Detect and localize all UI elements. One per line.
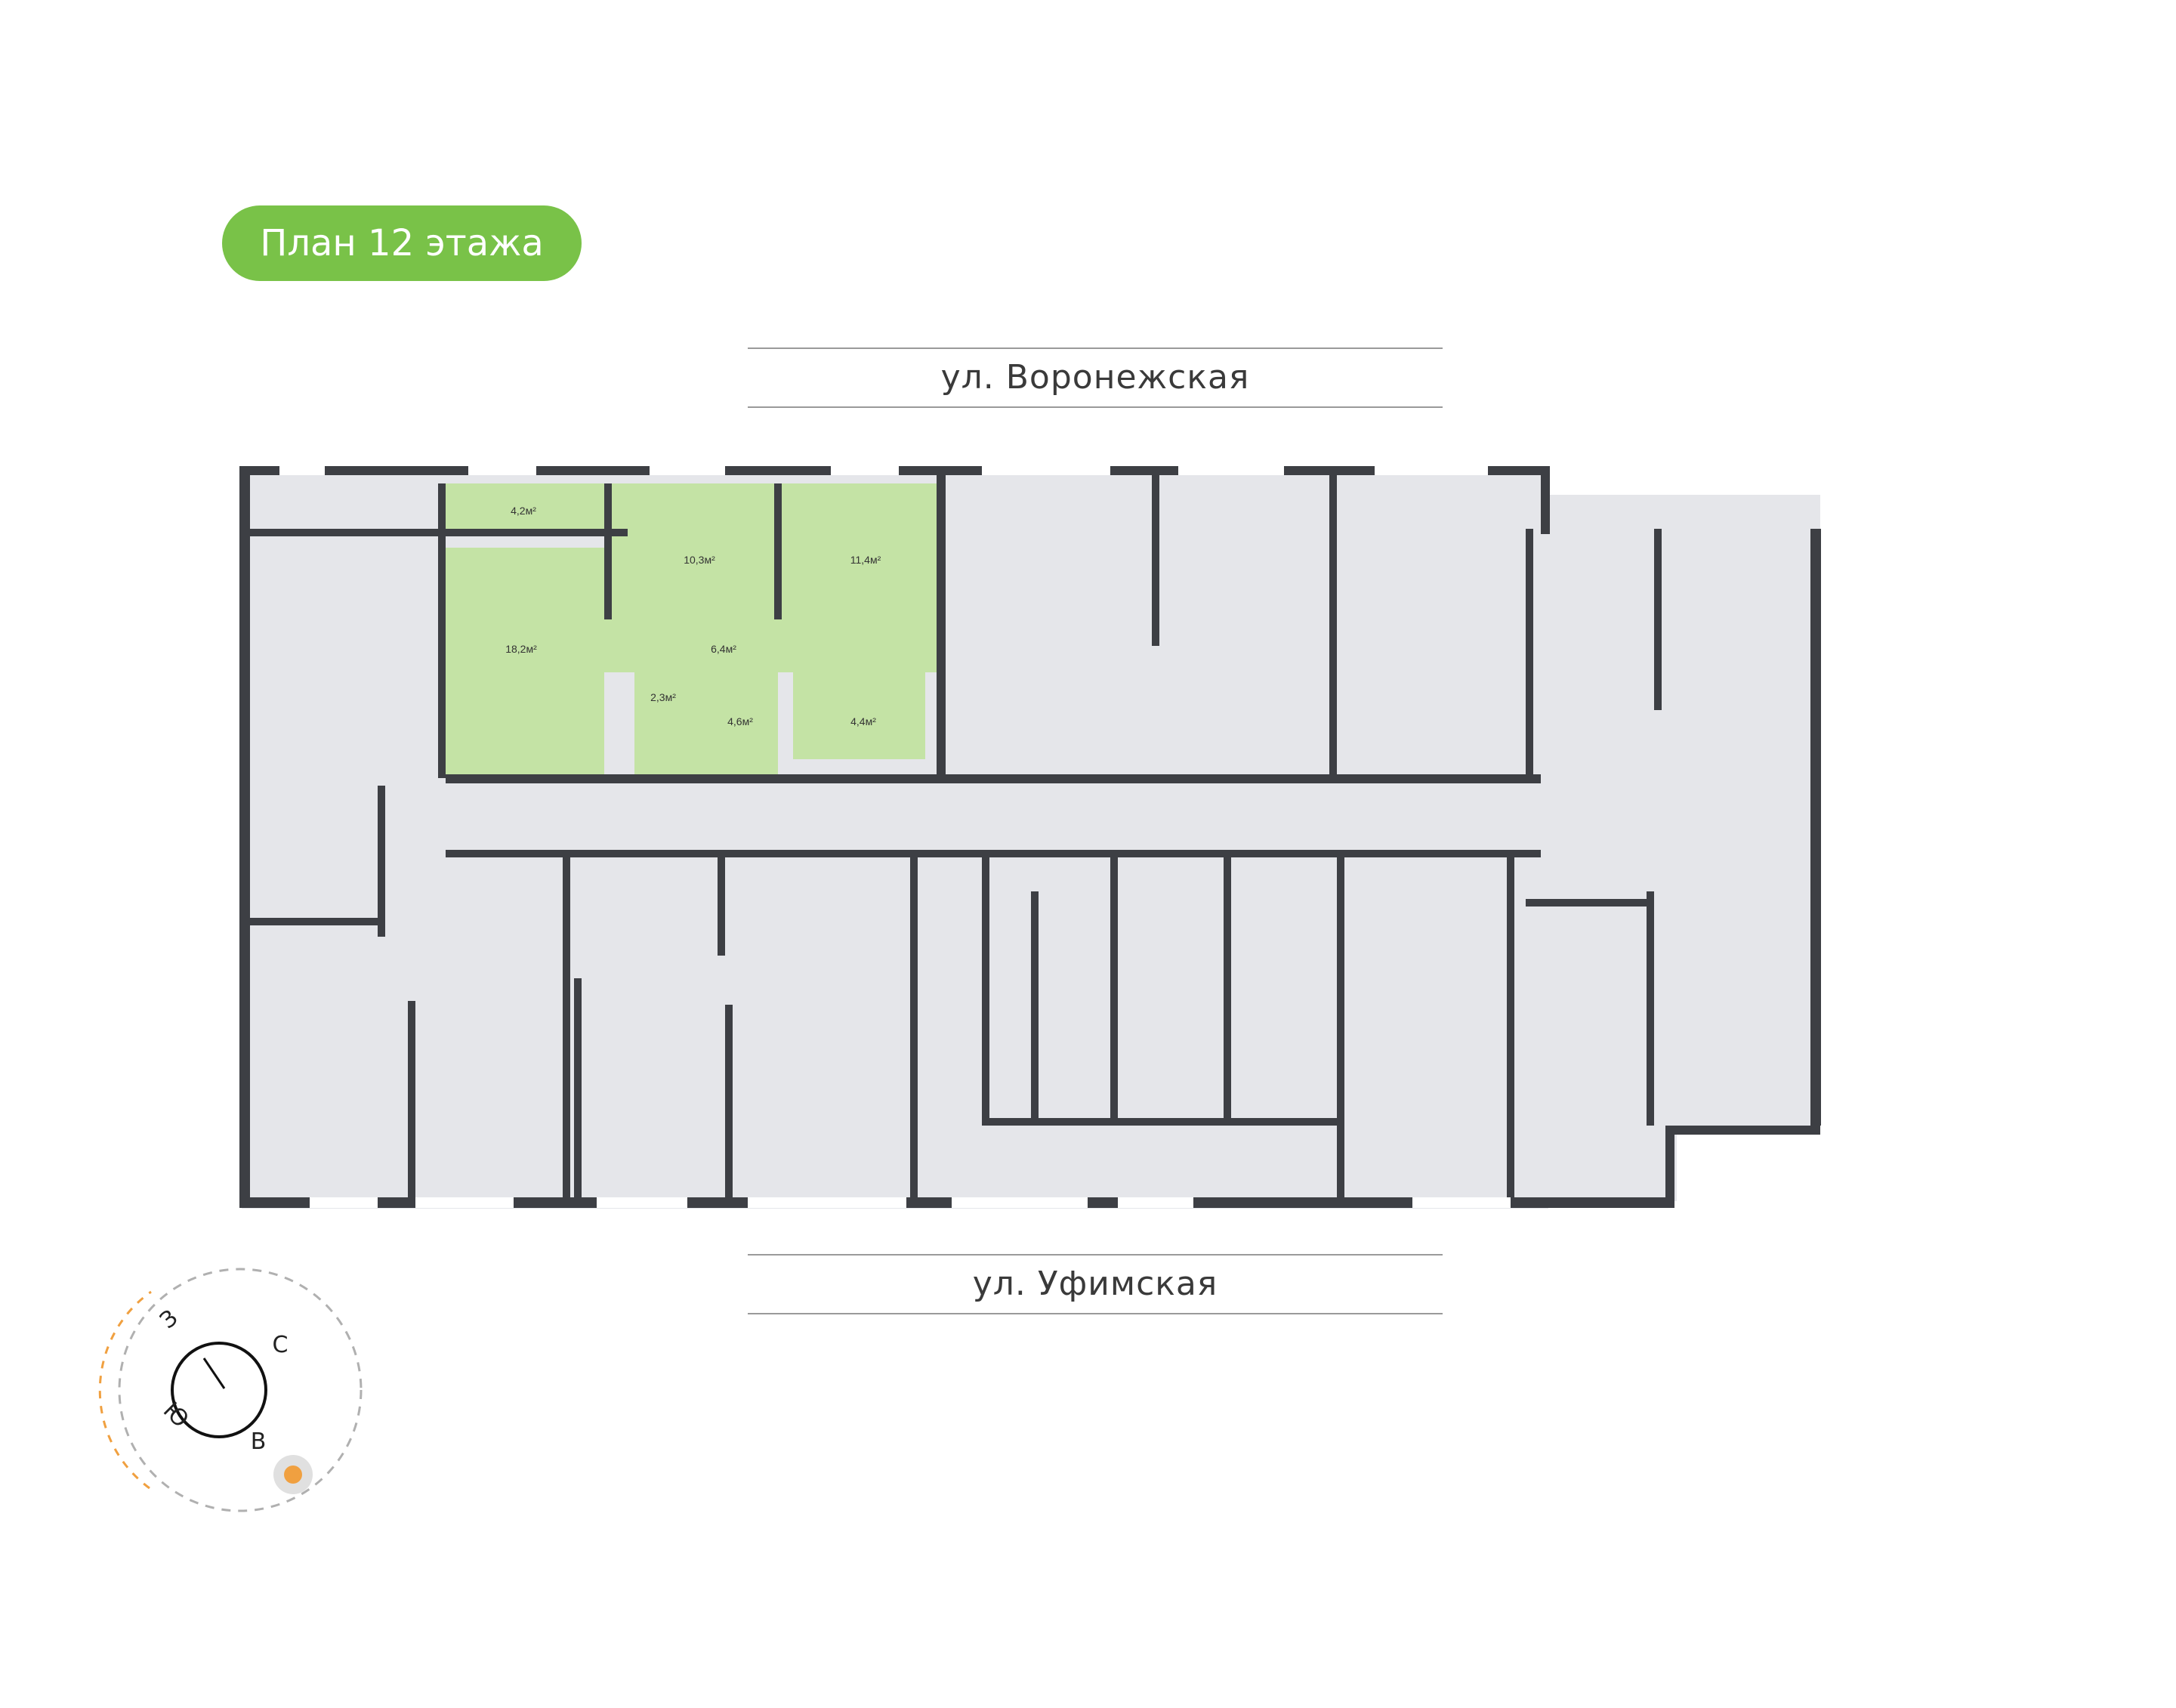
sun-icon: [273, 1455, 313, 1494]
compass-rose: С В Ю З: [98, 1268, 363, 1512]
compass-needle: [202, 1357, 226, 1389]
compass-north: С: [273, 1332, 289, 1358]
highlighted-apartment[interactable]: [438, 483, 937, 778]
room-1: [612, 483, 778, 619]
room-wc: [634, 672, 695, 778]
compass-south: Ю: [158, 1397, 194, 1433]
room-hall: [604, 619, 937, 672]
room-corridor: [695, 672, 778, 778]
area-label-living: 18,2м²: [505, 643, 537, 655]
sun-path-circle: [118, 1268, 363, 1512]
room-area-labels: 4,2м² 10,3м² 11,4м² 18,2м² 6,4м² 2,3м² 4…: [505, 505, 881, 727]
area-label-bath: 4,4м²: [850, 715, 876, 727]
floor-title-badge: План 12 этажа: [222, 205, 582, 281]
compass-west: З: [155, 1305, 183, 1334]
compass-dial: [171, 1342, 267, 1438]
area-label-hall: 6,4м²: [711, 643, 736, 655]
area-label-room-2: 11,4м²: [850, 554, 881, 566]
compass-east: В: [251, 1428, 267, 1455]
street-bottom-label: ул. Уфимская: [748, 1254, 1443, 1314]
sun-path-arc: [98, 1290, 152, 1490]
room-balcony: [438, 483, 608, 529]
area-label-corridor: 4,6м²: [727, 715, 753, 727]
room-bath: [793, 672, 925, 759]
area-label-room-1: 10,3м²: [684, 554, 715, 566]
area-label-balcony: 4,2м²: [511, 505, 536, 517]
area-label-wc: 2,3м²: [650, 691, 676, 703]
outer-walls: [239, 466, 1821, 1208]
street-top-label: ул. Воронежская: [748, 347, 1443, 408]
room-living: [446, 548, 604, 778]
interior-walls: [250, 472, 1662, 1201]
